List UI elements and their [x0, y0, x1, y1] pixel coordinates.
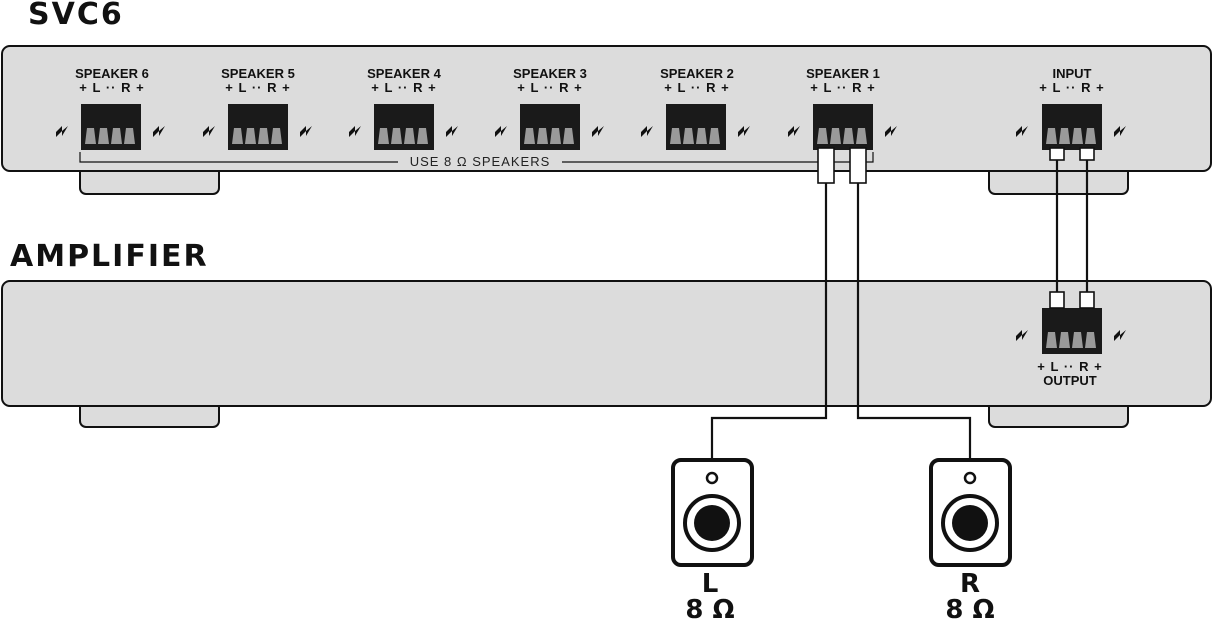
- input-terminal: [1042, 104, 1102, 150]
- speaker-6-output: SPEAKER 6 + L ·· R +: [56, 66, 165, 150]
- amplifier-chassis: [1, 280, 1212, 407]
- speaker-3-output: SPEAKER 3 + L ·· R +: [495, 66, 604, 150]
- speaker-1-terminal: [813, 104, 873, 150]
- speaker-3-label: SPEAKER 3: [513, 66, 587, 81]
- amp-to-input-wires: [1049, 147, 1095, 309]
- tweeter-icon: [705, 471, 719, 485]
- output-polarity: + L ·· R +: [1037, 359, 1102, 374]
- speaker-2-output: SPEAKER 2 + L ·· R +: [641, 66, 750, 150]
- speaker-impedance-note: USE 8 Ω SPEAKERS: [79, 152, 874, 169]
- input-polarity: + L ·· R +: [1039, 80, 1104, 95]
- svc6-title: SVC6: [28, 0, 124, 32]
- speaker-4-polarity: + L ·· R +: [371, 80, 436, 95]
- speaker-5-label: SPEAKER 5: [221, 66, 295, 81]
- speaker-left-impedance: 8 Ω: [685, 595, 734, 621]
- output-label: OUTPUT: [1043, 373, 1097, 388]
- input-label: INPUT: [1053, 66, 1092, 81]
- tweeter-icon: [963, 471, 977, 485]
- speaker-3-terminal: [520, 104, 580, 150]
- speaker-3-polarity: + L ·· R +: [517, 80, 582, 95]
- svc6-input: INPUT + L ·· R +: [1016, 66, 1126, 150]
- amplifier-title: AMPLIFIER: [10, 239, 209, 274]
- speaker-6-terminal: [81, 104, 141, 150]
- speaker-right-impedance: 8 Ω: [945, 595, 994, 621]
- speaker-1-label: SPEAKER 1: [806, 66, 880, 81]
- speaker-2-terminal: [666, 104, 726, 150]
- speaker-5-polarity: + L ·· R +: [225, 80, 290, 95]
- speaker-2-polarity: + L ·· R +: [664, 80, 729, 95]
- speaker-right: R 8 Ω: [929, 458, 1012, 621]
- speaker-5-terminal: [228, 104, 288, 150]
- speaker-1-polarity: + L ·· R +: [810, 80, 875, 95]
- speaker-1-output: SPEAKER 1 + L ·· R +: [788, 66, 897, 150]
- speaker-6-polarity: + L ·· R +: [79, 80, 144, 95]
- speaker-6-label: SPEAKER 6: [75, 66, 149, 81]
- speaker-4-label: SPEAKER 4: [367, 66, 441, 81]
- speaker-4-output: SPEAKER 4 + L ·· R +: [349, 66, 458, 150]
- speaker-4-terminal: [374, 104, 434, 150]
- svc6-chassis: [1, 45, 1212, 172]
- speaker-2-label: SPEAKER 2: [660, 66, 734, 81]
- speaker-right-channel: R: [960, 569, 980, 599]
- speaker-5-output: SPEAKER 5 + L ·· R +: [203, 66, 312, 150]
- speaker-left: L 8 Ω: [671, 458, 754, 621]
- impedance-note-text: USE 8 Ω SPEAKERS: [410, 154, 551, 169]
- speaker-left-channel: L: [702, 569, 719, 599]
- speaker-1-wires: [710, 147, 972, 460]
- output-terminal: [1042, 308, 1102, 354]
- amplifier-output: + L ·· R + OUTPUT: [1016, 308, 1126, 388]
